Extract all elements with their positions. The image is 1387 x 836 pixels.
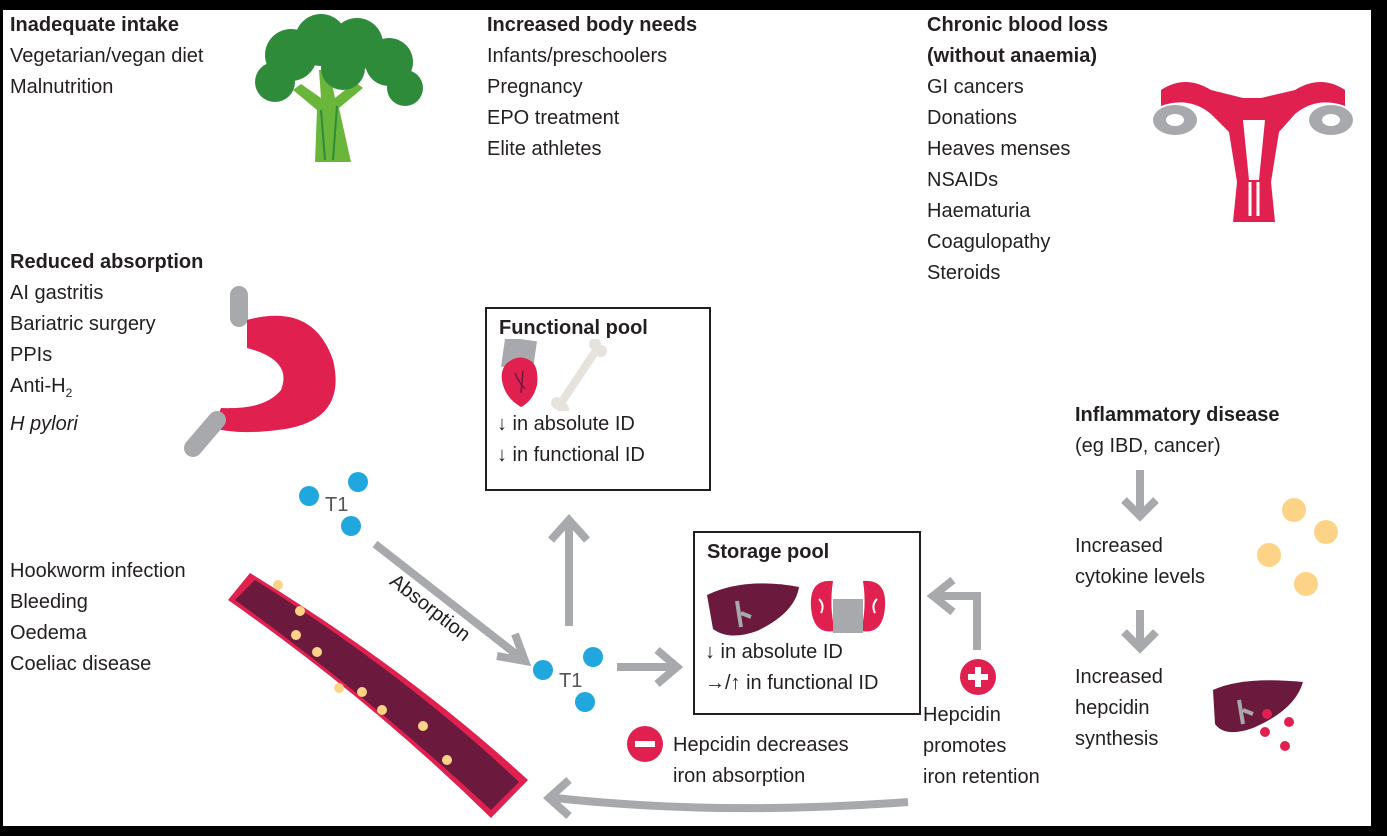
increased-needs-heading: Increased body needs [487,14,698,36]
functional-pool-icons [501,339,607,411]
iron-deficiency-diagram: Inadequate intake Vegetarian/vegan diet … [3,10,1371,826]
uterus-icon [1153,82,1353,222]
anti-h-subscript: 2 [65,386,73,400]
storage-pool-icons [707,580,886,636]
blood-loss-item: Donations [927,107,1018,129]
intake-item: Malnutrition [10,76,114,98]
hepcidin-plus-line: promotes [923,735,1007,757]
storage-pool-title: Storage pool [707,541,830,563]
cytokine-block: Increased cytokine levels [1075,531,1205,593]
liver-icon [707,583,799,636]
kidney-icon [810,580,886,633]
illustration-layer [184,14,1353,819]
storage-pool-line1: ↓ in absolute ID [705,641,843,663]
absorption-arrow [372,540,532,667]
liver-icon [1213,680,1303,751]
hepcidin-minus-caption: Hepcidin decreases iron absorption [673,730,849,792]
other-cause-item: Bleeding [10,591,88,613]
transferrin-label-top: T1 [325,494,349,516]
inflammatory-arrow-1 [1121,470,1159,522]
transferrin-top [299,472,368,536]
inflammatory-subheading: (eg IBD, cancer) [1075,435,1221,457]
absorption-item: H pylori [10,413,78,435]
cytokine-line: Increased [1075,535,1163,557]
needs-item: Infants/preschoolers [487,45,668,67]
reduced-absorption-heading: Reduced absorption [10,251,204,273]
reduced-absorption-block: Reduced absorption AI gastritis Bariatri… [10,247,203,440]
anti-h-text: Anti-H [10,375,66,397]
hepcidin-retention-arrow [926,576,981,650]
other-causes-block: Hookworm infection Bleeding Oedema Coeli… [10,556,186,680]
absorption-item-anti-h2: Anti-H2 [10,371,203,409]
hepcidin-synthesis-line: Increased [1075,666,1163,688]
cytokine-line: cytokine levels [1075,566,1206,588]
blood-loss-item: GI cancers [927,76,1024,98]
blood-loss-item: Heaves menses [927,138,1071,160]
hepcidin-synthesis-block: Increased hepcidin synthesis [1075,662,1163,755]
hepcidin-plus-line: iron retention [923,766,1040,788]
bone-icon [551,339,607,411]
blood-loss-heading: Chronic blood loss [927,14,1109,36]
functional-pool-box: Functional pool ↓ in absolute ID ↓ in fu… [485,307,711,491]
needs-item: EPO treatment [487,107,620,129]
other-cause-item: Hookworm infection [10,560,186,582]
blood-loss-item: Haematuria [927,200,1031,222]
inadequate-intake-heading: Inadequate intake [10,14,179,36]
hepcidin-minus-line: iron absorption [673,765,806,787]
functional-pool-line1: ↓ in absolute ID [497,413,635,435]
inflammatory-heading: Inflammatory disease [1075,404,1280,426]
storage-pool-line2: →/↑ in functional ID [705,672,879,694]
hepcidin-synthesis-line: hepcidin [1075,697,1150,719]
functional-pool-title: Functional pool [499,317,648,339]
hepcidin-minus-line: Hepcidin decreases [673,734,849,756]
blood-vessel-icon [228,573,528,818]
hepcidin-plus-line: Hepcidin [923,704,1001,726]
blood-loss-item: Coagulopathy [927,231,1051,253]
hepcidin-synthesis-line: synthesis [1075,728,1159,750]
needs-item: Elite athletes [487,138,602,160]
hepcidin-plus-caption: Hepcidin promotes iron retention [923,700,1040,793]
blood-loss-block: Chronic blood loss (without anaemia) GI … [927,10,1108,289]
arrow-to-functional-pool [548,514,590,626]
transferrin-bottom [533,647,603,712]
cytokine-dots [1257,498,1338,596]
inflammatory-arrow-2 [1121,610,1159,654]
hepcidin-absorption-arrow [543,777,909,819]
other-cause-item: Coeliac disease [10,653,152,675]
blood-loss-item: NSAIDs [927,169,999,191]
absorption-item: PPIs [10,344,53,366]
broccoli-icon [255,14,423,162]
blood-loss-item: Steroids [927,262,1001,284]
transferrin-label-bottom: T1 [559,670,583,692]
arrow-to-storage-pool [617,646,684,688]
needs-item: Pregnancy [487,76,583,98]
intake-item: Vegetarian/vegan diet [10,45,204,67]
storage-pool-box: Storage pool ↓ in absolute ID →/↑ in fun… [693,531,921,715]
minus-icon [627,726,663,762]
absorption-item: Bariatric surgery [10,313,156,335]
other-cause-item: Oedema [10,622,87,644]
heart-icon [501,339,538,407]
plus-icon [960,659,996,695]
increased-needs-block: Increased body needs Infants/preschooler… [487,10,697,165]
inflammatory-block: Inflammatory disease (eg IBD, cancer) [1075,400,1280,462]
inadequate-intake-block: Inadequate intake Vegetarian/vegan diet … [10,10,204,103]
absorption-item: AI gastritis [10,282,104,304]
stomach-icon [184,286,336,457]
functional-pool-line2: ↓ in functional ID [497,444,645,466]
blood-loss-subheading: (without anaemia) [927,45,1098,67]
